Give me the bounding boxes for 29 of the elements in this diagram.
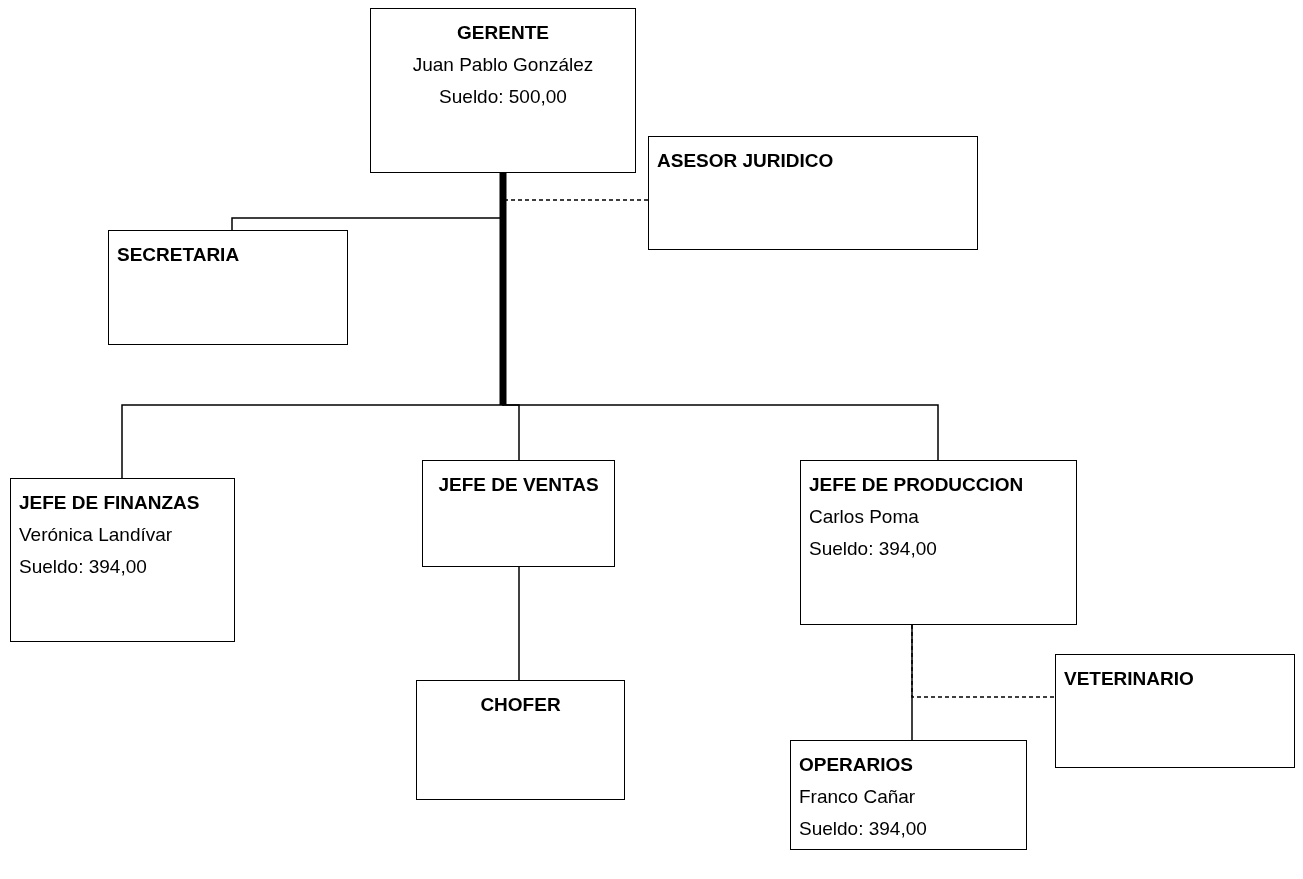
role-title: JEFE DE FINANZAS [19,491,201,515]
employee-detail: Franco Cañar [799,784,917,809]
connector-line [518,566,520,681]
employee-detail: Juan Pablo González [411,52,595,77]
thick-trunk-line [499,173,507,405]
org-box [422,460,615,567]
employee-detail: Sueldo: 394,00 [799,816,928,841]
role-title: GERENTE [456,21,550,45]
role-title: SECRETARIA [117,243,241,267]
dashed-connector [911,624,1056,698]
role-title: ASESOR JURIDICO [657,149,835,173]
employee-detail: Sueldo: 394,00 [19,554,148,579]
role-title: OPERARIOS [799,753,915,777]
org-box [648,136,978,250]
org-box [370,8,636,173]
employee-detail: Verónica Landívar [19,522,174,547]
employee-detail: Sueldo: 394,00 [809,536,938,561]
employee-detail: Carlos Poma [809,504,920,529]
employee-detail: Sueldo: 500,00 [438,84,568,109]
role-title: JEFE DE PRODUCCION [809,473,1025,497]
role-title: JEFE DE VENTAS [437,473,600,497]
role-title: CHOFER [479,693,562,717]
org-box [800,460,1077,625]
org-box [790,740,1027,850]
org-box [108,230,348,345]
org-box [1055,654,1295,768]
role-title: VETERINARIO [1064,667,1195,691]
org-box [416,680,625,800]
org-box [10,478,235,642]
